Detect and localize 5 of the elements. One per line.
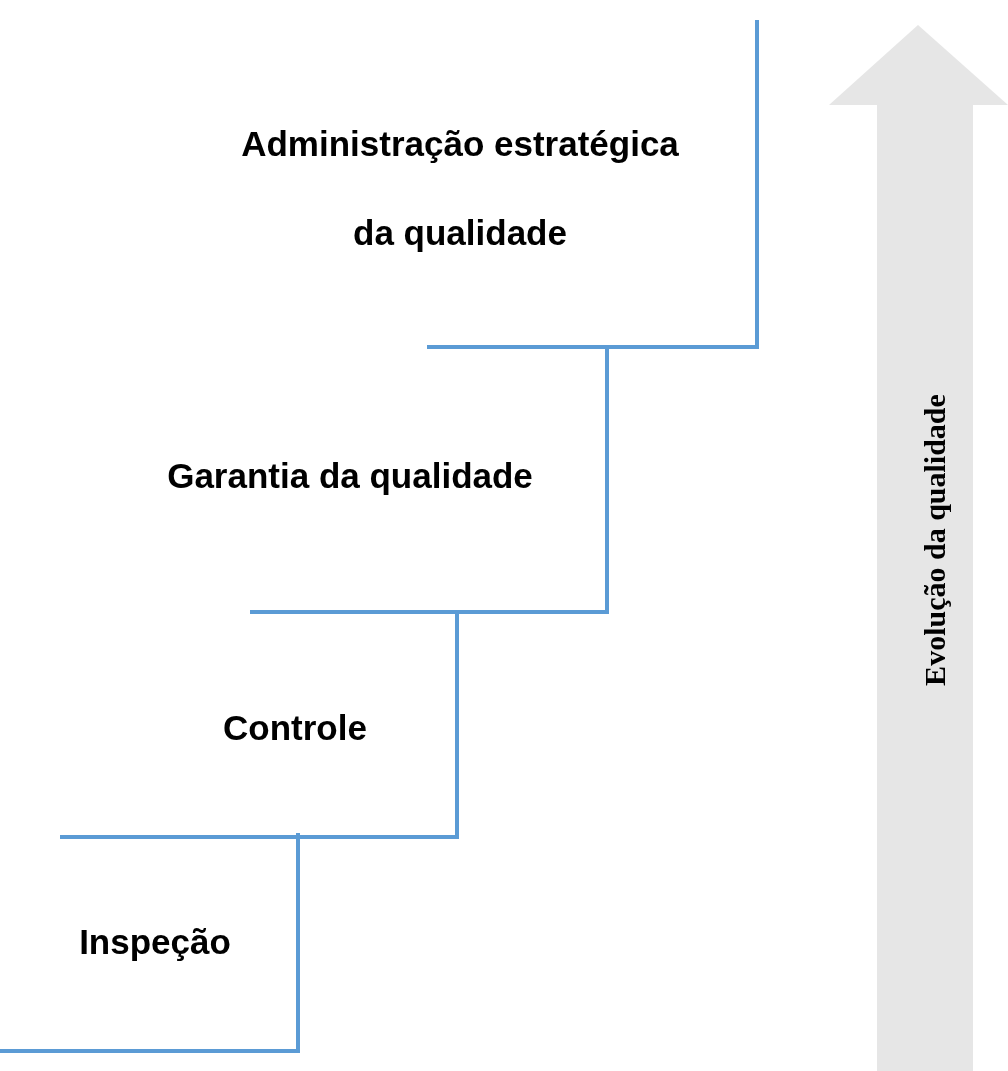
step-label: Controle (222, 707, 368, 749)
step-label: Garantia da qualidade (166, 455, 534, 497)
arrow-label: Evolução da qualidade (918, 394, 952, 686)
step-label: Administração estratégica da qualidade (240, 123, 680, 254)
step-label: Inspeção (78, 921, 232, 963)
